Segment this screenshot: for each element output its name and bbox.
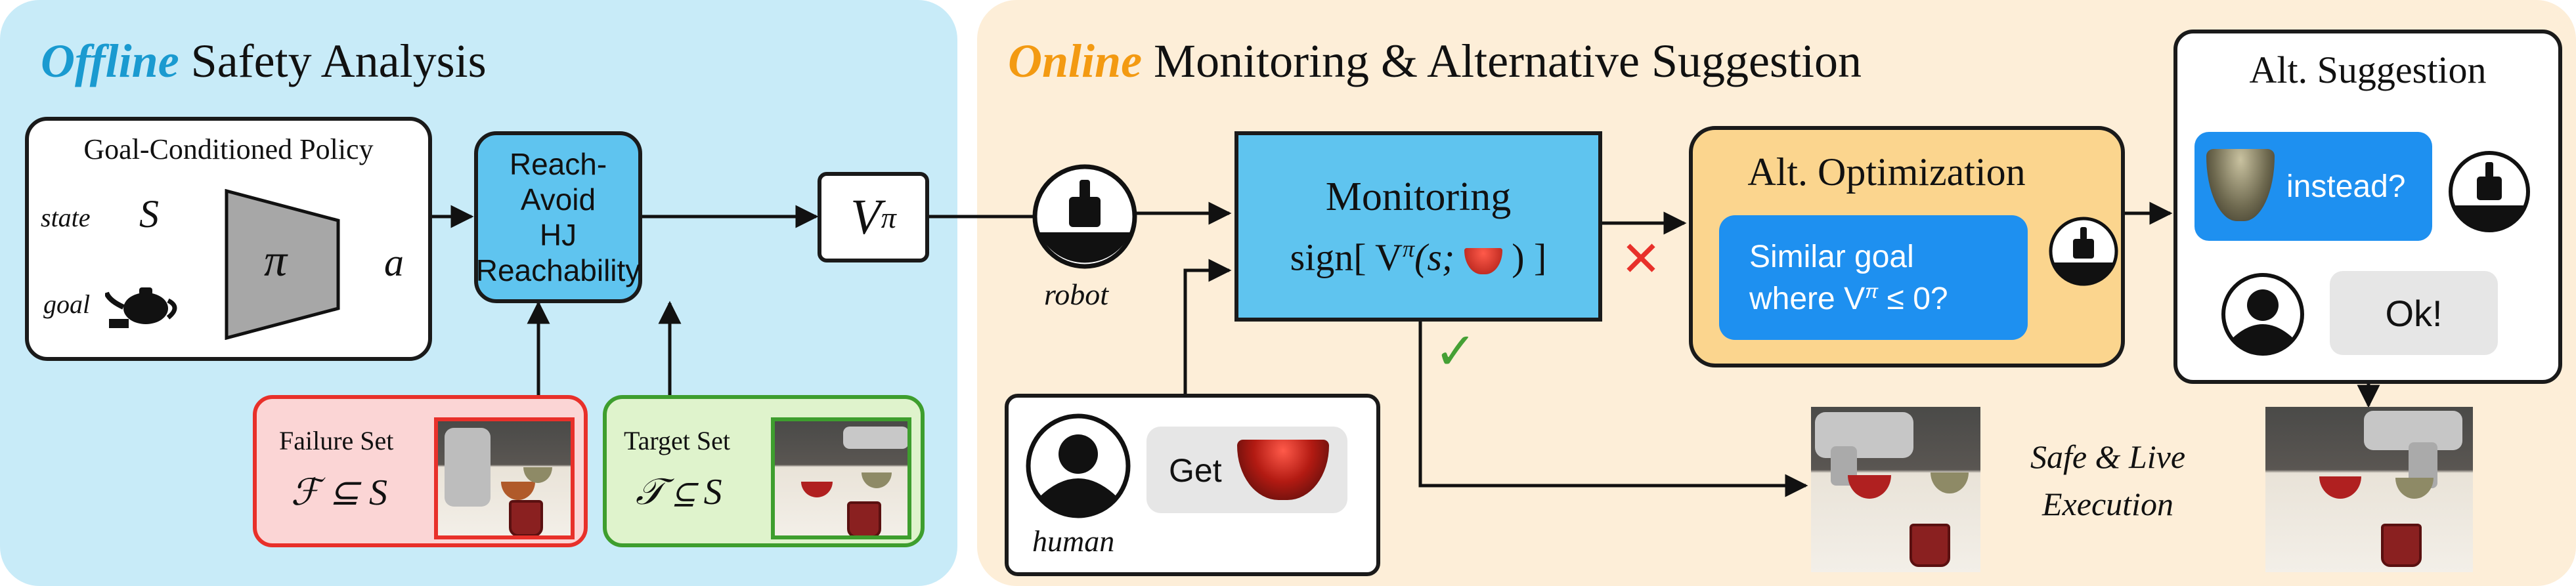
alt-query-tail: ≤ 0? xyxy=(1878,282,1948,316)
formula-mid: (s; xyxy=(1414,236,1455,279)
state-label: state xyxy=(41,203,91,232)
target-set-box: Target Set 𝒯 ⊆ S xyxy=(603,395,925,547)
robot-icon xyxy=(1032,164,1137,269)
monitoring-formula: sign[ Vπ(s; ) ] xyxy=(1290,235,1547,279)
reply-text: Ok! xyxy=(2385,292,2443,334)
alt-optimization-title: Alt. Optimization xyxy=(1747,150,2026,194)
suggestion-bubble: instead? xyxy=(2194,132,2432,241)
alt-suggestion-box: Alt. Suggestion instead? Ok! xyxy=(2173,30,2562,384)
human-request-box: human Get xyxy=(1005,394,1380,576)
alt-query-bubble: Similar goal where Vπ ≤ 0? xyxy=(1719,215,2028,340)
alt-suggestion-title: Alt. Suggestion xyxy=(2249,49,2487,91)
reach-avoid-line1: Reach-Avoid xyxy=(509,147,607,217)
formula-sup: π xyxy=(1402,235,1415,262)
offline-highlight: Offline xyxy=(41,35,179,87)
reach-avoid-box: Reach-Avoid HJ Reachability xyxy=(474,131,642,303)
red-bowl-icon xyxy=(1464,247,1502,274)
accept-mark: ✓ xyxy=(1434,322,1477,380)
value-sup: π xyxy=(881,200,896,234)
formula-prefix: sign[ V xyxy=(1290,236,1403,279)
robot-label: robot xyxy=(1044,278,1108,311)
execution-line1: Safe & Live xyxy=(2030,438,2186,475)
formula-suffix: ) ] xyxy=(1512,236,1547,279)
execution-label: Safe & Live Execution xyxy=(2009,433,2206,528)
state-symbol: S xyxy=(139,192,159,236)
alt-query-sup: π xyxy=(1865,281,1879,303)
final-scene-image xyxy=(2265,407,2473,572)
target-scene-image xyxy=(771,417,911,539)
failure-set-box: Failure Set ℱ ⊆ S xyxy=(253,395,588,547)
value-base: V xyxy=(850,189,881,245)
reach-avoid-line2: HJ Reachability xyxy=(475,218,641,287)
offline-panel-title: Offline Safety Analysis xyxy=(41,34,487,89)
online-title-text: Monitoring & Alternative Suggestion xyxy=(1154,35,1862,87)
robot-icon xyxy=(2049,217,2118,286)
human-avatar-icon xyxy=(2221,273,2304,356)
human-label: human xyxy=(1032,524,1115,558)
alt-optimization-box: Alt. Optimization Similar goal where Vπ … xyxy=(1689,126,2125,367)
online-panel-title: Online Monitoring & Alternative Suggesti… xyxy=(1008,34,1862,89)
teapot-icon xyxy=(105,287,177,328)
failure-set-title: Failure Set xyxy=(279,426,394,455)
monitoring-box: Monitoring sign[ Vπ(s; ) ] xyxy=(1234,131,1602,322)
failure-set-formula: ℱ ⊆ S xyxy=(291,472,387,513)
reply-bubble: Ok! xyxy=(2330,271,2498,355)
robot-icon xyxy=(2449,151,2530,232)
action-symbol: a xyxy=(384,241,404,284)
human-avatar-icon xyxy=(1026,413,1131,518)
human-request-text: Get xyxy=(1169,452,1222,489)
red-bowl-icon xyxy=(1237,440,1329,500)
execution-scene-image xyxy=(1811,407,1980,572)
monitoring-title: Monitoring xyxy=(1325,174,1512,219)
offline-title-text: Safety Analysis xyxy=(190,35,487,87)
target-set-formula: 𝒯 ⊆ S xyxy=(636,472,722,513)
alt-query-line2-text: where V xyxy=(1749,282,1866,316)
policy-title: Goal-Conditioned Policy xyxy=(83,133,374,165)
failure-scene-image xyxy=(434,417,575,539)
pi-symbol: π xyxy=(264,236,288,286)
goal-label: goal xyxy=(43,289,91,319)
alt-query-line2: where Vπ ≤ 0? xyxy=(1749,281,1948,317)
execution-line2: Execution xyxy=(2042,486,2173,522)
tan-bowl-icon xyxy=(2206,149,2275,221)
suggestion-text: instead? xyxy=(2286,169,2406,204)
alt-query-line1: Similar goal xyxy=(1749,240,1914,274)
online-highlight: Online xyxy=(1008,35,1143,87)
reject-mark: ✕ xyxy=(1621,232,1662,286)
target-set-title: Target Set xyxy=(624,426,730,455)
human-request-bubble: Get xyxy=(1146,427,1347,513)
policy-trapezoid xyxy=(225,189,340,340)
